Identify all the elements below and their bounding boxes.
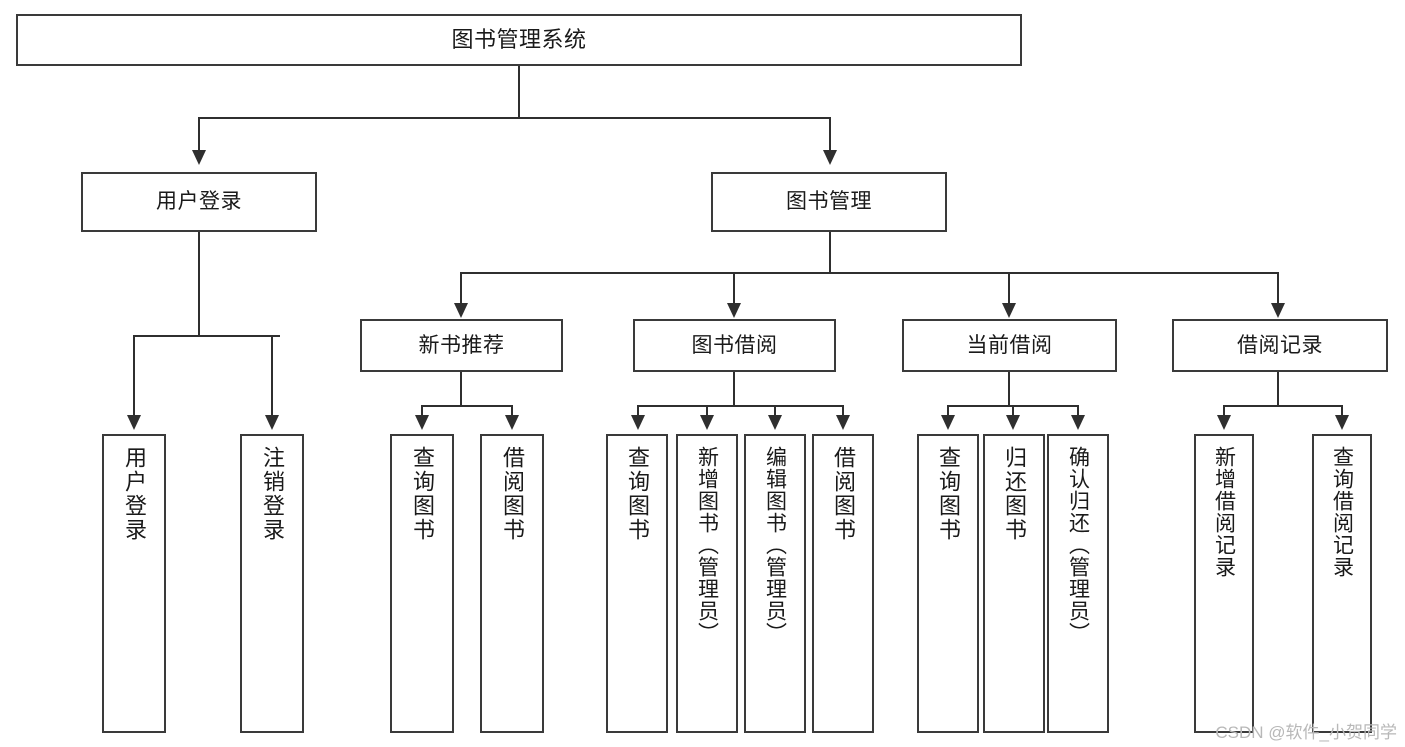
node-label: 图书管理系统 xyxy=(451,26,587,52)
arrow-leaf-new-book-1 xyxy=(505,415,519,430)
leaf-book-borrow-add[interactable]: 新增图书（管理员） xyxy=(676,434,738,733)
arrow-leaf-borrow-record-0 xyxy=(1217,415,1231,430)
arrow-leaf-current-borrow-1 xyxy=(1006,415,1020,430)
arrow-book-borrow xyxy=(727,303,741,318)
node-label: 查询图书 xyxy=(936,446,961,542)
leaf-current-borrow-query[interactable]: 查询图书 xyxy=(917,434,979,733)
node-label: 确认归还（管理员） xyxy=(1066,446,1090,644)
node-label: 图书借阅 xyxy=(691,333,778,357)
connector-level2-bus xyxy=(198,117,831,119)
node-label: 编辑图书（管理员） xyxy=(763,446,787,644)
connector-drop-leaf-user-login-0 xyxy=(133,335,135,417)
connector-drop-leaf-current-borrow-1 xyxy=(1012,405,1014,417)
connector-new-book-bus xyxy=(421,405,512,407)
node-label: 借阅图书 xyxy=(831,446,856,542)
arrow-leaf-current-borrow-0 xyxy=(941,415,955,430)
connector-borrow-record-bus xyxy=(1223,405,1342,407)
arrow-new-book xyxy=(454,303,468,318)
arrow-book-management xyxy=(823,150,837,165)
node-label: 用户登录 xyxy=(156,190,242,214)
arrow-current-borrow xyxy=(1002,303,1016,318)
connector-level3-bus xyxy=(460,272,1278,274)
connector-drop-leaf-new-book-0 xyxy=(421,405,423,417)
connector-drop-leaf-borrow-record-0 xyxy=(1223,405,1225,417)
leaf-user-login-logout[interactable]: 注销登录 xyxy=(240,434,304,733)
arrow-leaf-book-borrow-0 xyxy=(631,415,645,430)
connector-borrow-record-stem xyxy=(1277,372,1279,407)
node-user-login[interactable]: 用户登录 xyxy=(81,172,317,232)
connector-drop-leaf-book-borrow-3 xyxy=(842,405,844,417)
node-new-book-recommend[interactable]: 新书推荐 xyxy=(360,319,563,372)
leaf-new-book-borrow[interactable]: 借阅图书 xyxy=(480,434,544,733)
leaf-borrow-record-add[interactable]: 新增借阅记录 xyxy=(1194,434,1254,733)
connector-drop-leaf-current-borrow-0 xyxy=(947,405,949,417)
node-label: 归还图书 xyxy=(1002,446,1027,542)
node-root-book-management-system[interactable]: 图书管理系统 xyxy=(16,14,1022,66)
connector-user-login-bus xyxy=(133,335,280,337)
leaf-user-login-login[interactable]: 用户登录 xyxy=(102,434,166,733)
node-label: 查询图书 xyxy=(625,446,650,542)
arrow-leaf-user-login-1 xyxy=(265,415,279,430)
node-label: 新增图书（管理员） xyxy=(695,446,719,644)
connector-drop-new-book xyxy=(460,272,462,305)
leaf-book-borrow-query[interactable]: 查询图书 xyxy=(606,434,668,733)
connector-drop-leaf-user-login-1 xyxy=(271,335,273,417)
node-book-borrow[interactable]: 图书借阅 xyxy=(633,319,836,372)
connector-root-stem xyxy=(518,66,520,118)
connector-drop-leaf-current-borrow-2 xyxy=(1077,405,1079,417)
node-label: 新增借阅记录 xyxy=(1212,446,1236,578)
leaf-book-borrow-borrow[interactable]: 借阅图书 xyxy=(812,434,874,733)
connector-user-login-stem xyxy=(198,232,200,336)
node-borrow-record[interactable]: 借阅记录 xyxy=(1172,319,1388,372)
node-label: 借阅图书 xyxy=(500,446,525,542)
connector-drop-book-borrow xyxy=(733,272,735,305)
arrow-leaf-book-borrow-1 xyxy=(700,415,714,430)
leaf-current-borrow-confirm[interactable]: 确认归还（管理员） xyxy=(1047,434,1109,733)
connector-drop-user-login xyxy=(198,117,200,152)
node-book-management[interactable]: 图书管理 xyxy=(711,172,947,232)
connector-drop-current-borrow xyxy=(1008,272,1010,305)
arrow-leaf-new-book-0 xyxy=(415,415,429,430)
node-label: 借阅记录 xyxy=(1237,333,1323,357)
node-label: 用户登录 xyxy=(122,446,147,542)
arrow-borrow-record xyxy=(1271,303,1285,318)
node-label: 新书推荐 xyxy=(418,333,505,357)
connector-current-borrow-stem xyxy=(1008,372,1010,407)
connector-drop-borrow-record xyxy=(1277,272,1279,305)
arrow-leaf-current-borrow-2 xyxy=(1071,415,1085,430)
connector-book-borrow-bus xyxy=(637,405,843,407)
connector-drop-leaf-book-borrow-1 xyxy=(706,405,708,417)
arrow-leaf-user-login-0 xyxy=(127,415,141,430)
connector-book-management-stem xyxy=(829,232,831,274)
leaf-borrow-record-query[interactable]: 查询借阅记录 xyxy=(1312,434,1372,733)
arrow-leaf-book-borrow-2 xyxy=(768,415,782,430)
leaf-book-borrow-edit[interactable]: 编辑图书（管理员） xyxy=(744,434,806,733)
connector-drop-leaf-borrow-record-1 xyxy=(1341,405,1343,417)
connector-drop-leaf-book-borrow-0 xyxy=(637,405,639,417)
node-label: 注销登录 xyxy=(260,446,285,542)
arrow-user-login xyxy=(192,150,206,165)
connector-book-borrow-stem xyxy=(733,372,735,407)
node-label: 查询借阅记录 xyxy=(1330,446,1354,578)
node-label: 图书管理 xyxy=(786,190,872,214)
connector-new-book-stem xyxy=(460,372,462,407)
connector-drop-leaf-book-borrow-2 xyxy=(774,405,776,417)
connector-drop-leaf-new-book-1 xyxy=(511,405,513,417)
connector-drop-book-management xyxy=(829,117,831,152)
leaf-new-book-query[interactable]: 查询图书 xyxy=(390,434,454,733)
node-label: 查询图书 xyxy=(410,446,435,542)
arrow-leaf-book-borrow-3 xyxy=(836,415,850,430)
node-current-borrow[interactable]: 当前借阅 xyxy=(902,319,1117,372)
node-label: 当前借阅 xyxy=(966,333,1053,357)
leaf-current-borrow-return[interactable]: 归还图书 xyxy=(983,434,1045,733)
arrow-leaf-borrow-record-1 xyxy=(1335,415,1349,430)
